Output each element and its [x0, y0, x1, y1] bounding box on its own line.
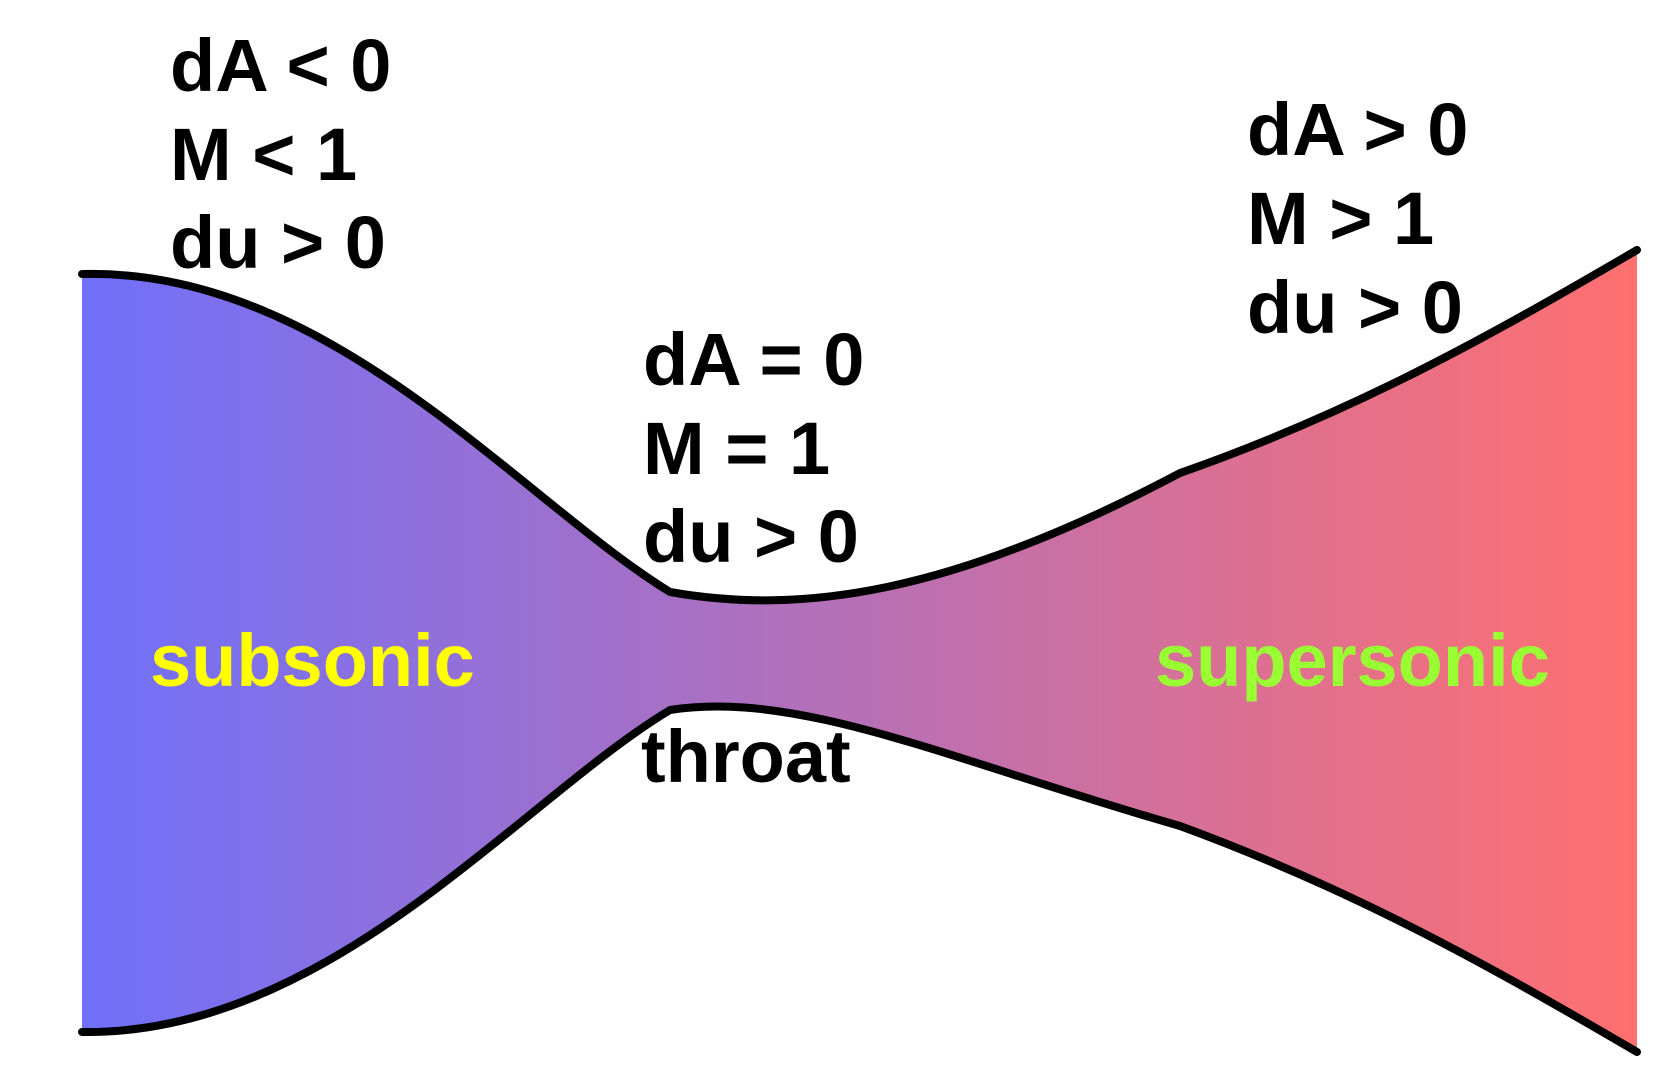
subsonic-region-label: subsonic — [150, 619, 475, 702]
diverging-du-label: du > 0 — [1247, 266, 1463, 349]
throat-mach-label: M = 1 — [643, 407, 830, 490]
diverging-conditions: dA > 0 M > 1 du > 0 — [1247, 88, 1468, 349]
throat-du-label: du > 0 — [643, 495, 859, 578]
converging-mach-label: M < 1 — [170, 113, 357, 196]
converging-conditions: dA < 0 M < 1 du > 0 — [170, 24, 391, 284]
supersonic-region-label: supersonic — [1155, 619, 1550, 702]
throat-dA-label: dA = 0 — [643, 318, 864, 401]
diverging-dA-label: dA > 0 — [1247, 88, 1468, 171]
converging-dA-label: dA < 0 — [170, 24, 391, 107]
diverging-mach-label: M > 1 — [1247, 177, 1434, 260]
throat-conditions: dA = 0 M = 1 du > 0 throat — [641, 318, 864, 798]
nozzle-lower-wall — [78, 702, 1641, 1056]
converging-du-label: du > 0 — [170, 201, 386, 284]
throat-label: throat — [641, 715, 851, 798]
nozzle-upper-wall — [78, 246, 1641, 605]
